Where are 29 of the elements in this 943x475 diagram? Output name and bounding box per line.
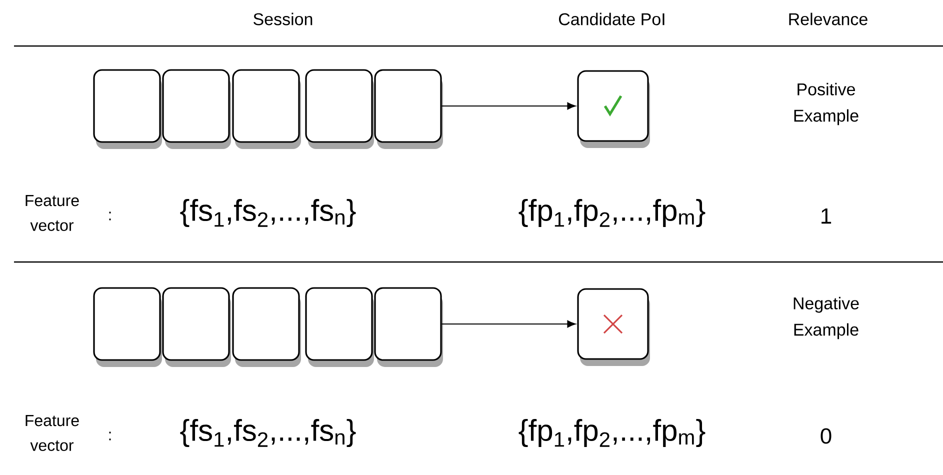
sequence-box — [374, 287, 443, 367]
colon: : — [109, 212, 111, 220]
sequence-box — [305, 287, 374, 367]
column-heading: Session — [254, 12, 312, 26]
colon: : — [109, 432, 111, 440]
relevance-value: 1 — [822, 208, 832, 224]
sequence-box — [162, 69, 231, 149]
sequence-box — [305, 69, 374, 149]
column-heading: Relevance — [789, 12, 868, 26]
sequence-box — [93, 287, 162, 367]
sequence-box — [162, 287, 231, 367]
example-label: Negative Example — [794, 296, 859, 340]
candidate-box — [577, 70, 650, 148]
feature-set: {fp$_{1}$,fp$_{2}$,...,fp$_{m}$} — [518, 419, 706, 447]
feature-set: {fp$_{1}$,fp$_{2}$,...,fp$_{m}$} — [518, 199, 706, 227]
sequence-box — [374, 69, 443, 149]
arrow — [442, 320, 576, 328]
sequence-box — [93, 69, 162, 149]
arrow — [442, 102, 576, 110]
row-label: Feature vector — [26, 195, 79, 231]
column-heading: Candidate PoI — [559, 12, 664, 26]
relevance-value: 0 — [820, 428, 832, 444]
sequence-box — [232, 69, 301, 149]
row-label: Feature vector — [26, 415, 79, 451]
candidate-box — [577, 288, 650, 366]
feature-set: {fs$_{1}$,fs$_{2}$,...,fs$_{n}$} — [180, 419, 356, 447]
example-label: Positive Example — [794, 82, 858, 126]
sequence-box — [232, 287, 301, 367]
feature-set: {fs$_{1}$,fs$_{2}$,...,fs$_{n}$} — [180, 199, 356, 227]
